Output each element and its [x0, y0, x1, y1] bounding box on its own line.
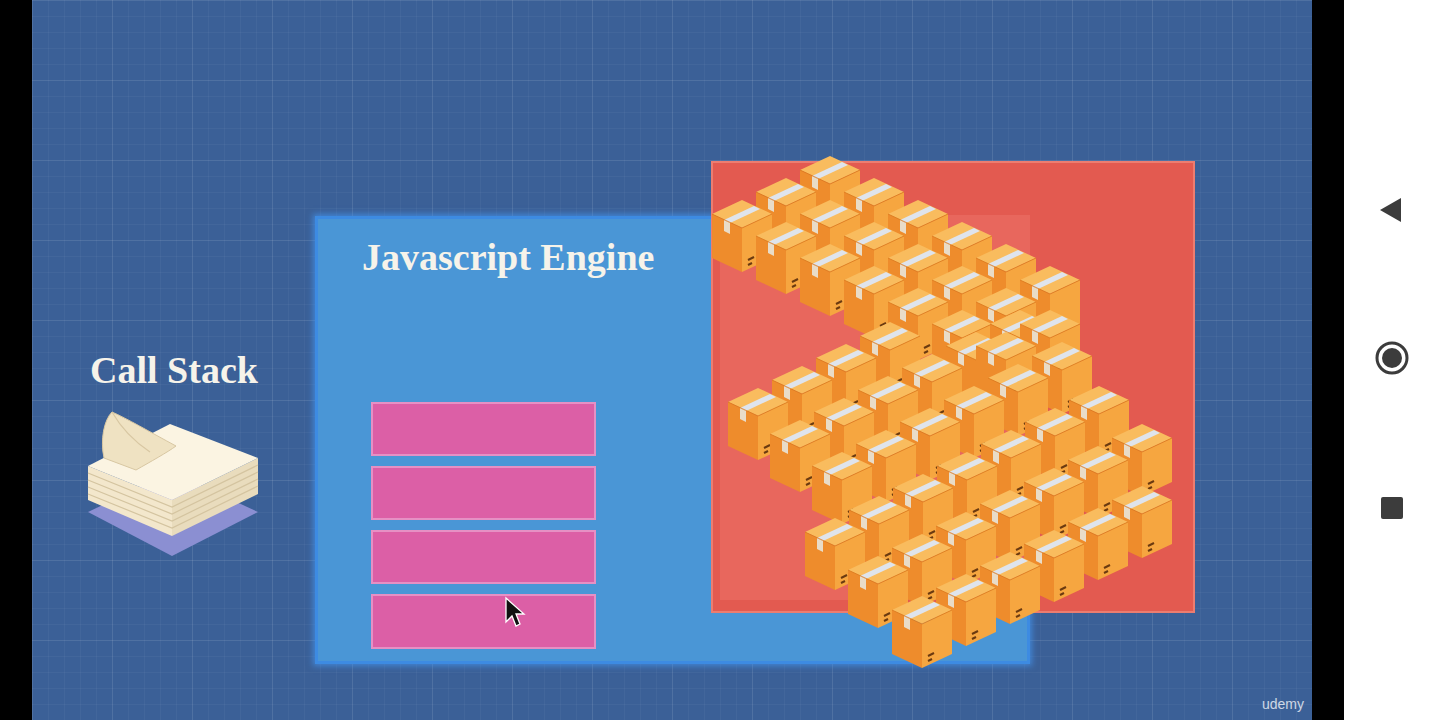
paper-stack — [88, 412, 258, 556]
back-button — [1380, 198, 1401, 222]
curl-fold — [112, 412, 150, 452]
pink-stack-frames — [372, 403, 595, 648]
home-button — [1377, 343, 1407, 373]
curled-page — [102, 412, 176, 470]
home-button-core — [1382, 348, 1402, 368]
memory-heap-region — [712, 162, 1194, 612]
box-title: Javascript Engine — [362, 238, 654, 276]
blueprint-background: Javascript Engine — [32, 0, 1312, 720]
watermark-text: udemy — [1262, 697, 1304, 711]
nav-icons — [1344, 0, 1440, 720]
recents-button — [1381, 497, 1403, 519]
mouse-cursor — [506, 598, 524, 626]
android-nav-bar — [1344, 0, 1440, 720]
memory-crates — [712, 156, 1172, 668]
stack-label: Call Stack — [90, 351, 258, 389]
